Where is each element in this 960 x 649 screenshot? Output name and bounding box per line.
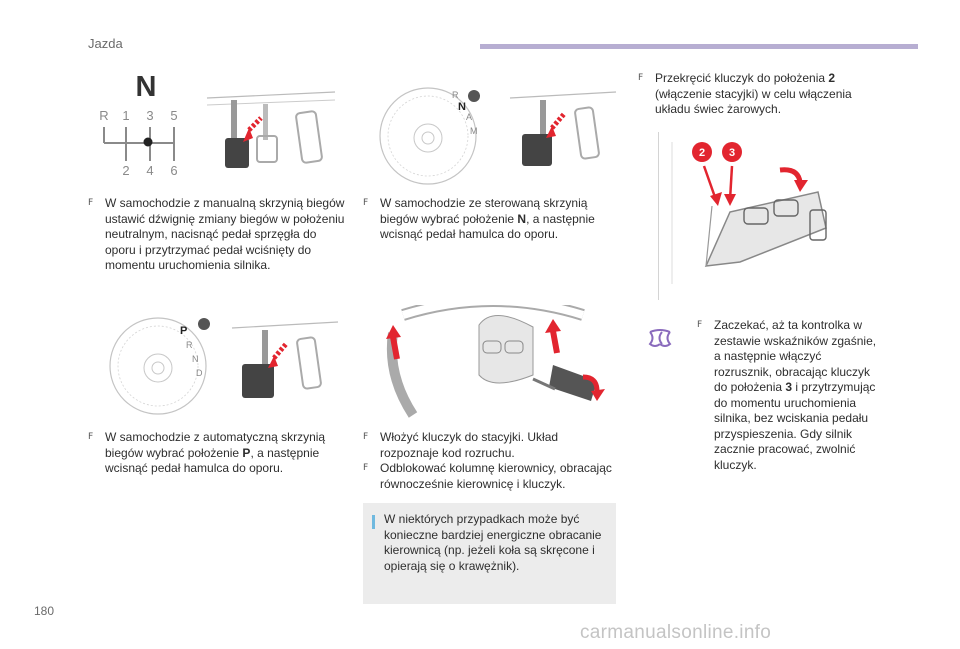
dial-label: M: [470, 126, 478, 136]
note-text: W niektórych przypadkach może być koniec…: [384, 512, 602, 573]
gear-label: R: [99, 108, 108, 123]
item-text: Odblokować kolumnę kierownicy, obracając…: [380, 461, 612, 491]
bullet-icon: F: [697, 320, 703, 330]
position-label: 2: [828, 71, 836, 85]
list-item: F Przekręcić kluczyk do położenia 2 (włą…: [638, 71, 866, 118]
manual-gear-pattern-diagram: N R 1 3 5 2 4 6: [99, 71, 177, 178]
item-text: , a następnie wcisnąć pedał hamulca do o…: [380, 211, 595, 242]
automated-gear-dial-illustration: R A M N: [379, 87, 480, 185]
dial-label: N: [192, 354, 199, 364]
automatic-pedals-illustration: [231, 321, 339, 398]
turn-key-instructions: F Przekręcić kluczyk do położenia 2 (włą…: [638, 71, 866, 118]
dial-label: D: [196, 368, 203, 378]
list-item: F Odblokować kolumnę kierownicy, obracaj…: [363, 461, 618, 492]
manual-pedals-illustration: [206, 91, 336, 168]
gear-label: 3: [146, 108, 153, 123]
column-divider: [658, 132, 659, 300]
glow-plug-indicator-icon: [648, 329, 672, 347]
bullet-icon: F: [363, 198, 369, 208]
list-item: F W samochodzie ze sterowaną skrzynią bi…: [363, 196, 613, 243]
bullet-icon: F: [363, 463, 369, 473]
bullet-icon: F: [88, 198, 94, 208]
item-text: i przytrzymując do momentu uruchomienia …: [714, 380, 876, 472]
automated-pedals-illustration: [509, 91, 617, 166]
bullet-icon: F: [638, 73, 644, 83]
key-instructions: F Włożyć kluczyk do stacyjki. Układ rozp…: [363, 430, 618, 492]
chapter-title: Jazda: [88, 36, 123, 51]
wait-instructions: F Zaczekać, aż ta kontrolka w zestawie w…: [697, 318, 879, 473]
dial-label: A: [466, 112, 472, 122]
position-label: P: [242, 445, 251, 460]
item-text: Przekręcić kluczyk do położenia: [655, 71, 829, 85]
automatic-instructions: F W samochodzie z automatyczną skrzynią …: [88, 430, 348, 477]
automated-instructions: F W samochodzie ze sterowaną skrzynią bi…: [363, 196, 613, 243]
info-icon: [372, 515, 375, 529]
key-positions-illustration: 2 3: [671, 142, 827, 284]
dial-selected-label: N: [458, 101, 466, 113]
page-number: 180: [34, 604, 55, 618]
item-text: Włożyć kluczyk do stacyjki. Układ rozpoz…: [380, 430, 559, 460]
position-label: N: [517, 211, 527, 226]
item-text: W samochodzie ze sterowaną skrzynią bieg…: [380, 196, 588, 226]
gear-selected-label: N: [136, 71, 157, 103]
list-item: F W samochodzie z manualną skrzynią bieg…: [88, 196, 348, 274]
header-accent-bar: [480, 44, 918, 49]
bullet-icon: F: [88, 432, 94, 442]
item-text: W samochodzie z automatyczną skrzynią bi…: [105, 430, 326, 460]
gear-label: 4: [146, 163, 153, 178]
steering-wheel-key-illustration: [386, 305, 605, 418]
gear-label: 6: [170, 163, 177, 178]
gear-label: 1: [122, 108, 129, 123]
gear-label: 5: [170, 108, 177, 123]
item-text: Zaczekać, aż ta kontrolka w zestawie wsk…: [714, 318, 877, 394]
list-item: F W samochodzie z automatyczną skrzynią …: [88, 430, 348, 477]
dial-label: R: [452, 90, 459, 100]
watermark: carmanualsonline.info: [580, 622, 772, 643]
note-box: [363, 503, 616, 604]
dial-label: R: [186, 340, 193, 350]
dial-selected-label: P: [180, 325, 187, 337]
list-item: F Zaczekać, aż ta kontrolka w zestawie w…: [697, 318, 879, 473]
item-text: W samochodzie z manualną skrzynią biegów…: [105, 196, 345, 272]
bullet-icon: F: [363, 432, 369, 442]
key-callout-3: 3: [729, 147, 735, 159]
manual-instructions: F W samochodzie z manualną skrzynią bieg…: [88, 196, 348, 274]
gear-label: 2: [122, 163, 129, 178]
item-text: (włączenie stacyjki) w celu włączenia uk…: [655, 86, 852, 117]
list-item: F Włożyć kluczyk do stacyjki. Układ rozp…: [363, 430, 618, 461]
position-label: 3: [785, 380, 793, 394]
key-callout-2: 2: [699, 147, 705, 159]
item-text: , a następnie wcisnąć pedał hamulca do o…: [105, 445, 320, 476]
automatic-gear-dial-illustration: P R N D: [109, 317, 210, 415]
